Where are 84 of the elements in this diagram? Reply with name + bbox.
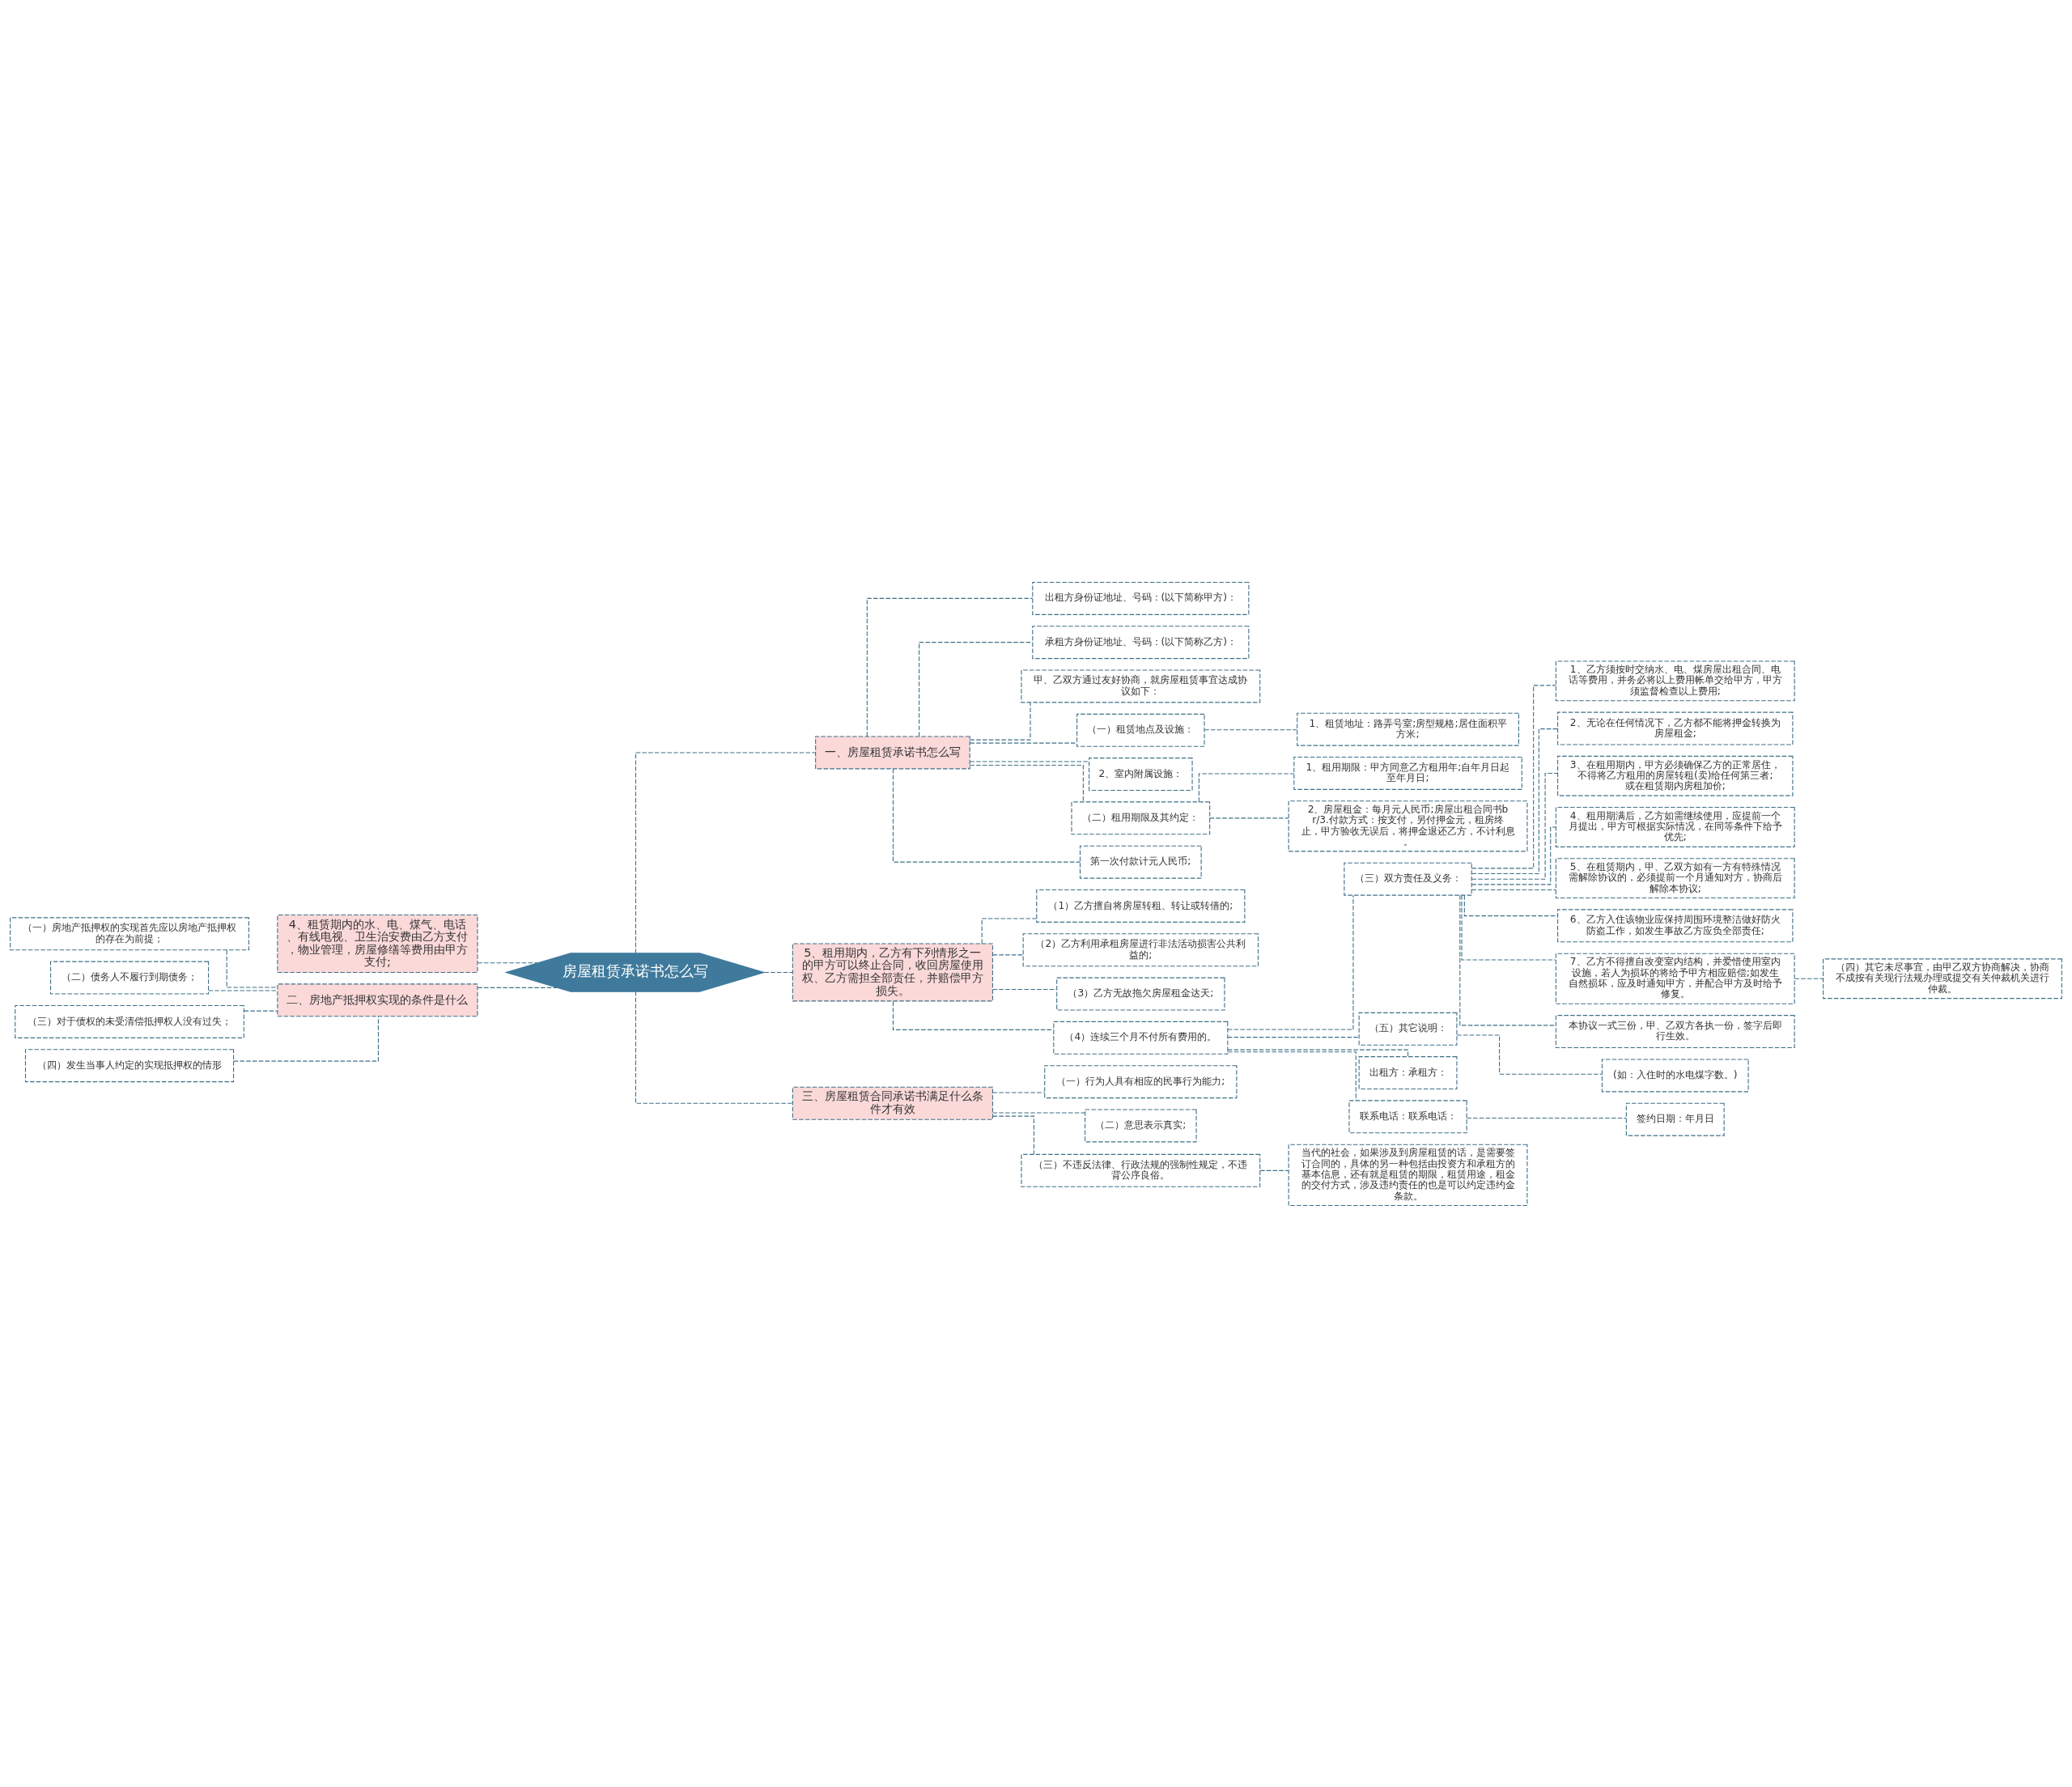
connector — [1461, 894, 1556, 960]
connector — [477, 961, 538, 963]
connector — [1204, 728, 1297, 730]
connector — [1198, 772, 1295, 802]
node-box: （三）双方责任及义务： — [1344, 862, 1472, 896]
connector — [1471, 772, 1559, 880]
node-box: 5、租用期内，乙方有下列情形之一的甲方可以终止合同，收回房屋使用权、乙方需担全部责任，并赔偿甲方损失。 — [792, 942, 994, 1001]
node-box: 联系电话：联系电话： — [1348, 1099, 1467, 1133]
node-box: （1）乙方擅自将房屋转租、转让或转借的; — [1036, 889, 1246, 923]
connector — [1471, 728, 1558, 874]
node-box: 第一次付款计元人民币; — [1079, 845, 1202, 879]
node-box: 二、房地产抵押权实现的条件是什么 — [277, 983, 478, 1017]
node-box: （二）租用期限及其约定： — [1071, 800, 1211, 834]
connector — [992, 988, 1057, 990]
node-box: （一）房地产抵押权的实现首先应以房地产抵押权的存在为前提； — [10, 916, 249, 950]
connector — [981, 917, 1038, 944]
node-box: 7、乙方不得擅自改变室内结构，并爱惜使用室内设施，若人为损坏的将给予甲方相应赔偿;如发生自然损坏，应及时通知甲方，并配合甲方及时给予修复。 — [1555, 953, 1795, 1004]
connector — [1227, 1049, 1409, 1057]
connector — [992, 953, 1024, 955]
node-box: （三）不违反法律、行政法规的强制性规定，不违背公序良俗。 — [1021, 1153, 1261, 1187]
connector — [969, 702, 1031, 741]
node-box: 一、房屋租赁承诺书怎么写 — [815, 735, 970, 769]
connector — [1466, 1117, 1627, 1118]
node-box: 5、在租赁期内，甲、乙双方如有一方有特殊情况需解除协议的，必须提前一个月通知对方，协商后解除本协议; — [1555, 857, 1795, 898]
connector — [1227, 894, 1354, 1030]
node-box: 签约日期：年月日 — [1625, 1102, 1725, 1136]
connector — [992, 1091, 1046, 1093]
node-box: （四）其它未尽事宜，由甲乙双方协商解决，协商不成按有关现行法规办理或提交有关仲裁机关进行仲裁。 — [1823, 957, 2062, 999]
connector — [919, 641, 1034, 736]
connector — [226, 949, 278, 987]
connector — [970, 742, 1077, 744]
node-box: 甲、乙双方通过友好协商，就房屋租赁事宜达成协议如下： — [1021, 669, 1261, 702]
node-box: (如：入住时的水电煤字数。) — [1601, 1058, 1749, 1092]
node-box: 承租方身份证地址、号码：(以下简称乙方)： — [1032, 625, 1250, 659]
node-box: （二）债务人不履行到期债务； — [49, 961, 210, 995]
node-box: 当代的社会，如果涉及到房屋租赁的话，是需要签订合同的，具体的另一种包括由投资方和承租方的基本信息，还有就是租赁的期限，租赁用途，租金的交付方式，涉及违约责任的也是可以约定违约金条款。 — [1288, 1144, 1528, 1206]
node-box: （一）行为人具有相应的民事行为能力; — [1044, 1064, 1238, 1098]
node-box: （四）发生当事人约定的实现抵押权的情形 — [24, 1048, 235, 1082]
connector — [1463, 894, 1558, 916]
node-box: 出租方：承租方： — [1358, 1055, 1458, 1089]
connector — [1456, 1034, 1603, 1075]
connector — [991, 1115, 1034, 1155]
node-box: 1、租赁地址：路弄号室;房型规格;居住面积平方米; — [1297, 712, 1519, 746]
connector — [1471, 684, 1556, 868]
connector — [635, 990, 793, 1104]
node-box: 4、租赁期内的水、电、煤气、电话、有线电视、卫生治安费由乙方支付，物业管理，房屋修缮等费用由甲方支付; — [277, 914, 478, 973]
node-box: （三）对于债权的未受清偿抵押权人没有过失； — [15, 1004, 244, 1038]
connector — [892, 1000, 1055, 1030]
connector — [1471, 826, 1556, 885]
node-box: （一）租赁地点及设施： — [1076, 713, 1205, 747]
node-box: （3）乙方无故拖欠房屋租金达天; — [1056, 977, 1225, 1011]
connector — [244, 1010, 278, 1012]
node-box: （五）其它说明： — [1358, 1012, 1458, 1046]
connector — [992, 1112, 1085, 1114]
node-box: 4、租用期满后，乙方如需继续使用，应提前一个月提出，甲方可根据实际情况，在同等条件下给予优先; — [1555, 806, 1795, 847]
connector — [233, 1015, 379, 1062]
connector — [763, 971, 793, 973]
connector — [1227, 1051, 1357, 1101]
node-box: 本协议一式三份，甲、乙双方各执一份，签字后即行生效。 — [1555, 1014, 1795, 1048]
connector — [477, 987, 558, 988]
connector — [208, 989, 278, 991]
node-box: （4）连续三个月不付所有费用的。 — [1053, 1021, 1229, 1055]
node-box: 1、乙方须按时交纳水、电、煤房屋出租合同、电话等费用，并务必将以上费用帐单交给甲方，甲方须监督检查以上费用; — [1555, 660, 1795, 701]
node-box: （2）乙方利用承租房屋进行非法活动损害公共利益的; — [1022, 932, 1259, 966]
connector — [1259, 1169, 1289, 1171]
connector — [866, 597, 1034, 736]
connector — [969, 764, 1084, 802]
connector — [892, 767, 1081, 863]
node-box: 6、乙方入住该物业应保持周围环境整洁做好防火防盗工作，如发生事故乙方应负全部责任; — [1557, 908, 1794, 942]
node-box: 三、房屋租赁合同承诺书满足什么条件才有效 — [792, 1086, 994, 1120]
node-box: 2、房屋租金：每月元人民币;房屋出租合同书br/3.付款方式：按支付，另付押金元，租房终止，甲方验收无误后，将押金退还乙方，不计利息。 — [1288, 800, 1528, 851]
connector — [635, 751, 816, 953]
node-box: 出租方身份证地址、号码：(以下简称甲方)： — [1032, 581, 1250, 615]
connector — [1227, 1036, 1360, 1038]
node-box: 2、无论在任何情况下，乙方都不能将押金转换为房屋租金; — [1557, 711, 1794, 745]
node-box: 2、室内附属设施： — [1089, 757, 1193, 791]
connector — [1209, 817, 1289, 818]
connector — [1471, 889, 1556, 890]
node-box: 3、在租用期内，甲方必须确保乙方的正常居住，不得将乙方租用的房屋转租(卖)给任何第三者;或在租赁期内房租加价; — [1557, 755, 1794, 796]
node-box: （二）意思表示真实; — [1085, 1108, 1197, 1142]
node-box: 1、租用期限：甲方同意乙方租用年;自年月日起至年月日; — [1293, 756, 1522, 790]
connector — [1794, 978, 1824, 979]
connector — [970, 761, 1089, 762]
connector — [1459, 894, 1556, 1025]
